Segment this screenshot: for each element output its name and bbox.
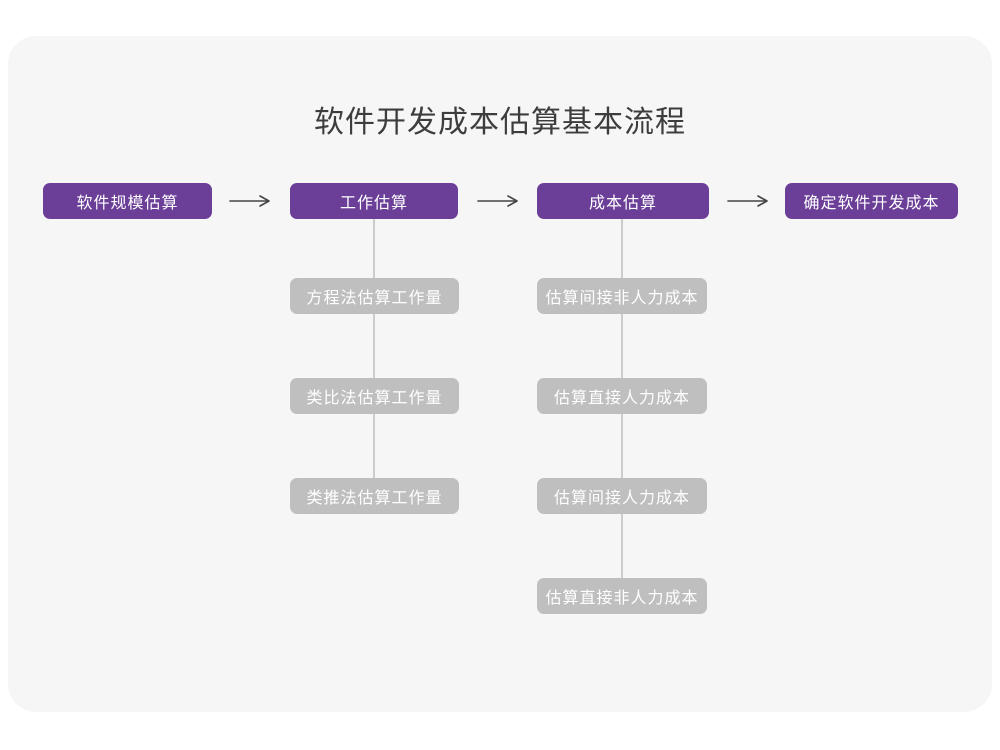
diagram-canvas: [8, 36, 992, 712]
arrow-right-icon: [726, 193, 770, 209]
sub-node-direct-nonlabor-cost: 估算直接非人力成本: [537, 578, 707, 614]
sub-node-indirect-labor-cost: 估算间接人力成本: [537, 478, 707, 514]
sub-node-equation-method: 方程法估算工作量: [290, 278, 459, 314]
arrow-right-icon: [476, 193, 520, 209]
diagram-title: 软件开发成本估算基本流程: [314, 106, 686, 139]
flow-node-work-estimation: 工作估算: [290, 183, 458, 219]
sub-node-direct-labor-cost: 估算直接人力成本: [537, 378, 707, 414]
flow-node-software-scale-estimation: 软件规模估算: [43, 183, 212, 219]
sub-node-comparison-method: 类比法估算工作量: [290, 378, 459, 414]
flow-node-determine-dev-cost: 确定软件开发成本: [785, 183, 958, 219]
arrow-right-icon: [228, 193, 272, 209]
sub-node-analogy-method: 类推法估算工作量: [290, 478, 459, 514]
flow-node-cost-estimation: 成本估算: [537, 183, 709, 219]
connector-line-work: [373, 219, 375, 478]
sub-node-indirect-nonlabor-cost: 估算间接非人力成本: [537, 278, 707, 314]
